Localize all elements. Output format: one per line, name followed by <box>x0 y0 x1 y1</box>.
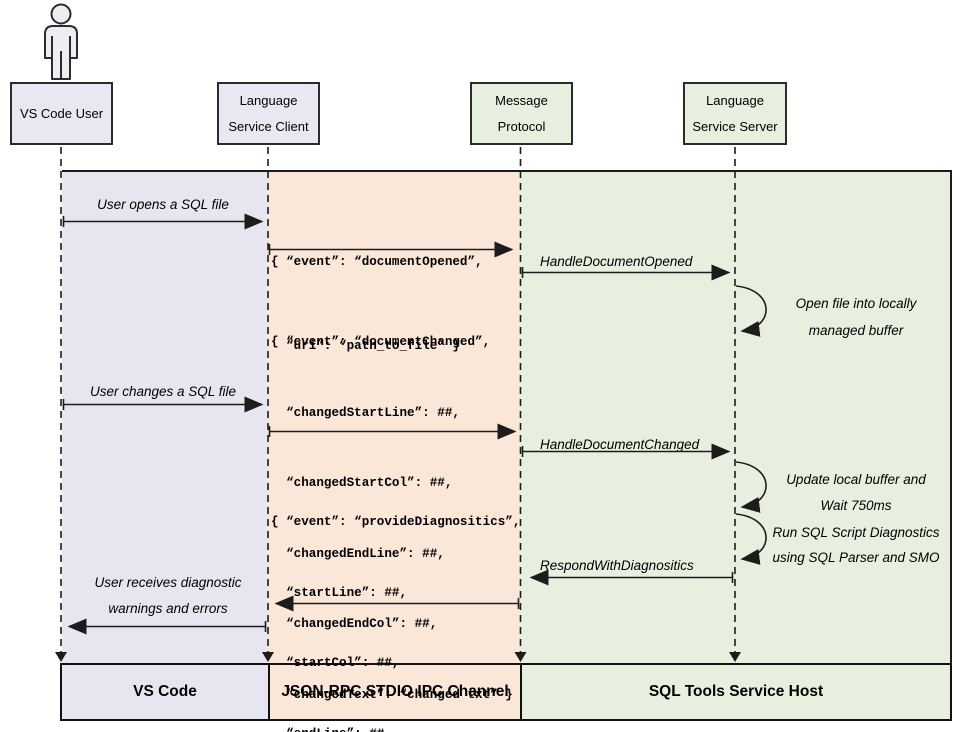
note-run-sql-diagnostics: Run SQL Script Diagnostics using SQL Par… <box>760 520 952 570</box>
footer-label: SQL Tools Service Host <box>648 683 824 700</box>
footer-ipc-channel: JSON-RPC STDIO IPC Channel <box>268 665 520 719</box>
label-user-receives-diagnostics: User receives diagnostic warnings and er… <box>75 570 261 621</box>
payload-line: “changedText”: “changed txt” } <box>271 687 513 702</box>
payload-line: “changedStartLine”: ##, <box>271 405 460 420</box>
footer-vscode: VS Code <box>62 665 268 719</box>
actor-vscode-user: VS Code User <box>10 82 113 145</box>
note-line1: Run SQL Script Diagnostics <box>772 525 940 540</box>
payload-provide-diagnostics: { “event”: “provideDiagnositics”, “start… <box>271 464 520 732</box>
label-handle-document-opened: HandleDocumentOpened <box>540 254 693 269</box>
actor-label-line2: Service Client <box>228 118 309 134</box>
actor-label-line2: Protocol <box>497 118 546 134</box>
payload-line: “startCol”: ##, <box>271 656 400 670</box>
actor-language-service-server: Language Service Server <box>683 82 787 145</box>
actor-label-line1: Language <box>706 92 764 108</box>
payload-line: “uri”: “path_to_file” } <box>271 339 460 353</box>
payload-line: { “event”: “documentChanged”, <box>271 335 491 349</box>
label-line1: User receives diagnostic <box>94 575 242 590</box>
actor-label-line1: Message <box>495 92 548 108</box>
payload-line: “changedStartCol”: ##, <box>271 476 453 490</box>
actor-label: VS Code User <box>19 105 104 121</box>
actor-language-service-client: Language Service Client <box>217 82 320 145</box>
label-respond-with-diagnostics: RespondWithDiagnositics <box>540 558 694 573</box>
note-line2: Wait 750ms <box>820 498 892 513</box>
payload-line: { “event”: “provideDiagnositics”, <box>271 515 521 529</box>
note-open-file-into-buffer: Open file into locally managed buffer <box>768 290 944 344</box>
note-line1: Update local buffer and <box>786 472 926 487</box>
label-handle-document-changed: HandleDocumentChanged <box>540 437 700 452</box>
payload-line: “startLine”: ##, <box>271 585 408 600</box>
actor-label-line2: Service Server <box>692 118 778 134</box>
lane-footer: VS Code JSON-RPC STDIO IPC Channel SQL T… <box>60 663 952 721</box>
person-icon <box>35 3 87 81</box>
label-line2: warnings and errors <box>108 600 228 616</box>
payload-line: “endLine”: ##, <box>271 723 520 732</box>
footer-label: JSON-RPC STDIO IPC Channel <box>281 683 509 700</box>
label-user-changes-sql-file: User changes a SQL file <box>89 384 237 399</box>
note-line2: using SQL Parser and SMO <box>772 550 940 565</box>
note-line2: managed buffer <box>808 323 904 338</box>
lane-ipc-channel <box>268 172 520 663</box>
payload-line: “changedEndLine”: ##, <box>271 546 445 561</box>
payload-document-opened: { “event”: “documentOpened”, “uri”: “pat… <box>271 192 483 416</box>
note-update-buffer-wait: Update local buffer and Wait 750ms <box>768 467 944 519</box>
label-user-opens-sql-file: User opens a SQL file <box>97 197 229 212</box>
actor-message-protocol: Message Protocol <box>470 82 573 145</box>
payload-line: { “event”: “documentOpened”, <box>271 255 483 269</box>
lane-vscode <box>62 172 268 663</box>
payload-line: “changedEndCol”: ##, <box>271 617 438 631</box>
payload-document-changed: { “event”: “documentChanged”, “changedSt… <box>271 284 513 732</box>
lane-service-host <box>520 172 950 663</box>
footer-service-host: SQL Tools Service Host <box>520 665 950 719</box>
footer-label: VS Code <box>133 683 197 700</box>
note-line1: Open file into locally <box>795 296 917 311</box>
actor-label-line1: Language <box>239 92 298 108</box>
